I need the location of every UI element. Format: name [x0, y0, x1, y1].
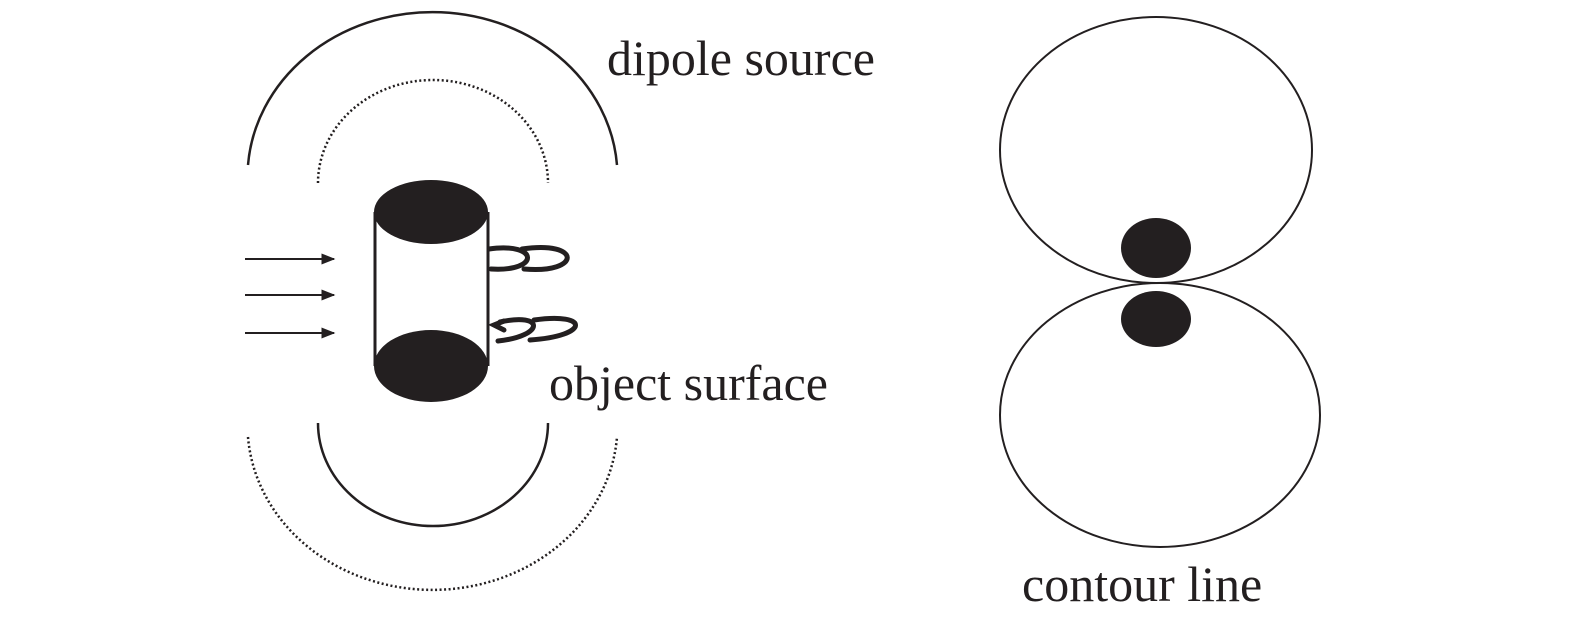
- flow-arrows: [245, 253, 336, 339]
- upper-outer-field-line: [246, 10, 619, 166]
- dipole-source-label: dipole source: [607, 30, 875, 86]
- cylinder-top-cap: [374, 180, 488, 244]
- upper-vortex-b: [519, 245, 570, 272]
- cylinder-bottom-cap: [374, 330, 488, 402]
- lower-vortex-a: [495, 317, 536, 344]
- lower-pole: [1121, 291, 1191, 347]
- upper-inner-field-line: [316, 78, 550, 184]
- dipole-field-panel: dipole source object surface: [245, 10, 875, 592]
- upper-pole: [1121, 218, 1191, 278]
- lower-contour-loop: [999, 282, 1321, 548]
- object-surface-label: object surface: [549, 355, 828, 411]
- contour-line-label: contour line: [1022, 556, 1262, 612]
- cylinder-object: [373, 180, 490, 402]
- contour-panel: contour line: [999, 16, 1321, 612]
- lower-vortex-b: [527, 315, 578, 343]
- wake-vortices: [486, 245, 578, 344]
- lower-inner-field-line: [316, 422, 550, 528]
- lower-vortex-tip: [487, 318, 507, 333]
- upper-vortex-a: [486, 245, 530, 272]
- lower-outer-field-line: [246, 436, 619, 592]
